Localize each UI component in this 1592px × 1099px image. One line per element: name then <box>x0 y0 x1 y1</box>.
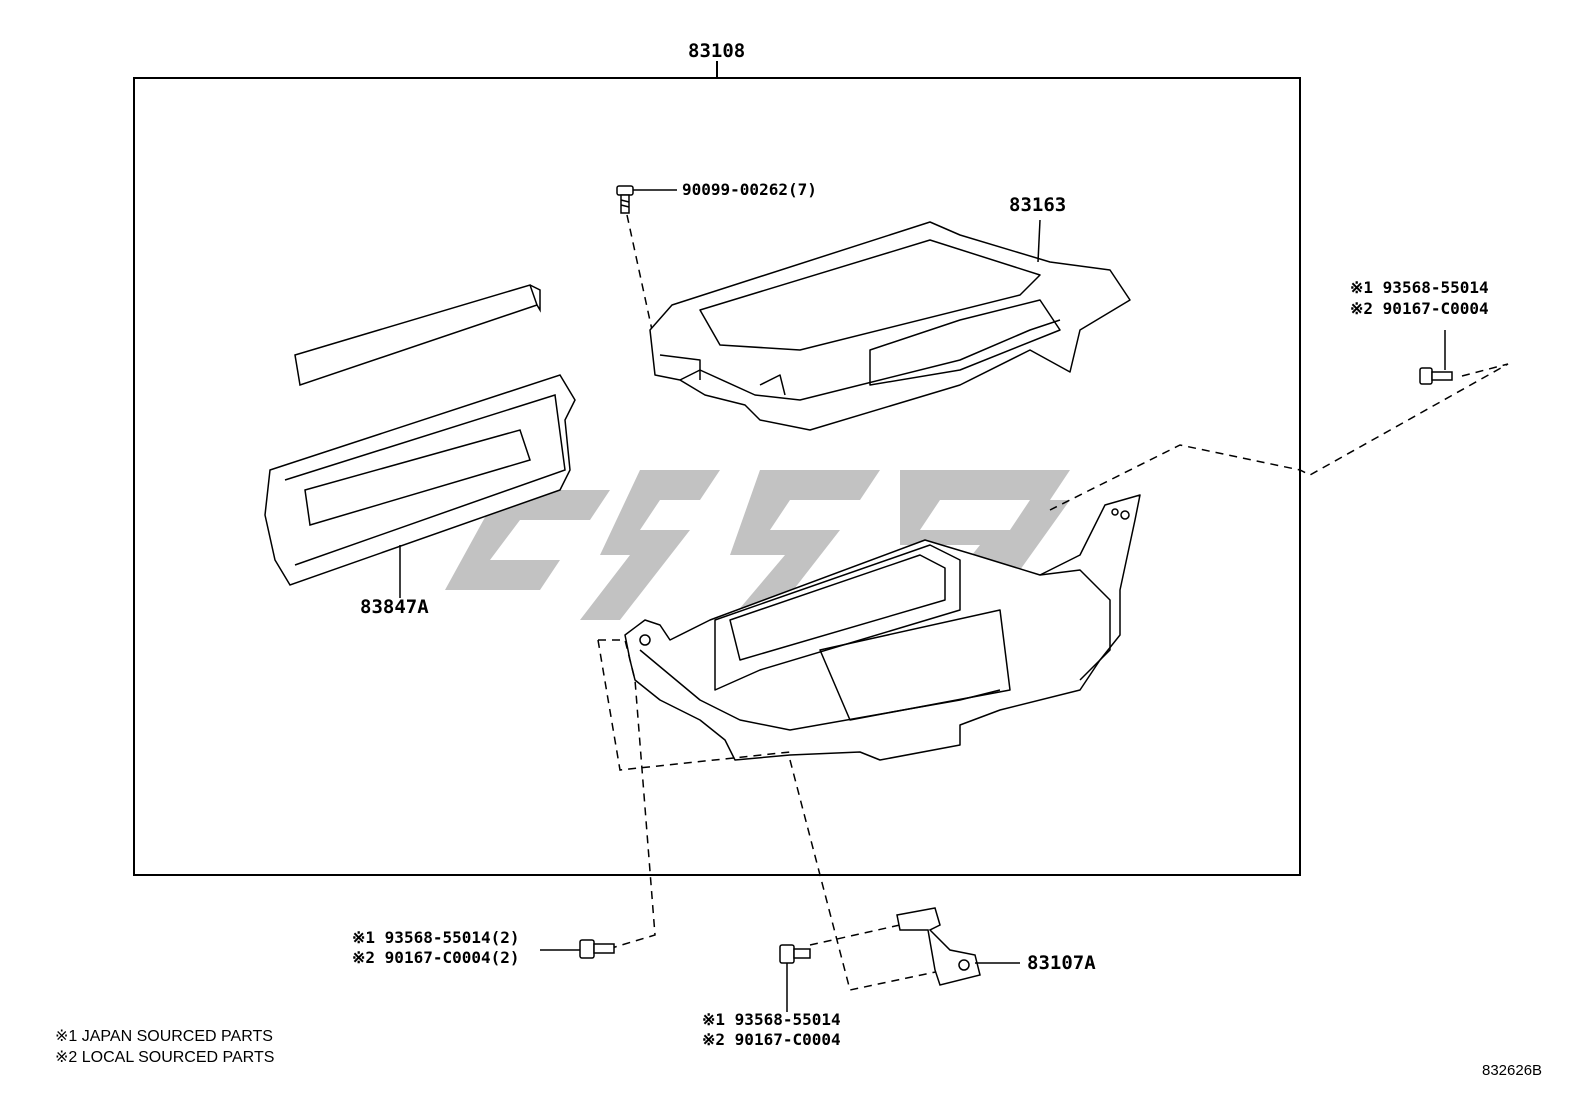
drawing-code: 832626B <box>1482 1062 1543 1079</box>
legend-note-1: ※1 JAPAN SOURCED PARTS <box>55 1028 273 1045</box>
bolt-icon <box>1419 367 1453 385</box>
right-dash-line <box>1049 363 1509 511</box>
upper-box-part <box>649 221 1131 431</box>
screw-top-label: 90099-00262(7) <box>682 180 817 199</box>
bottom-fastener-label-2: ※2 90167-C0004 <box>702 1030 841 1049</box>
left-fastener-label-1: ※1 93568-55014(2) <box>352 928 520 947</box>
upper-box-label: 83163 <box>1009 194 1067 216</box>
legend-note-2: ※2 LOCAL SOURCED PARTS <box>55 1049 275 1066</box>
bolt-icon <box>579 939 615 959</box>
right-fastener-label-2: ※2 90167-C0004 <box>1350 299 1489 318</box>
panel-trim-part <box>264 374 576 586</box>
upper-box-leader <box>1037 219 1041 263</box>
right-fastener-label-1: ※1 93568-55014 <box>1350 278 1489 297</box>
bolt-icon <box>779 944 811 964</box>
screw-icon <box>616 185 634 214</box>
lower-housing-part <box>624 494 1141 761</box>
bottom-fastener-label-1: ※1 93568-55014 <box>702 1010 841 1029</box>
assembly-label: 83108 <box>688 40 746 62</box>
bracket-label: 83107A <box>1027 952 1096 974</box>
panel-label: 83847A <box>360 596 429 618</box>
left-fastener-label-2: ※2 90167-C0004(2) <box>352 948 520 967</box>
left-dash-line <box>598 639 656 951</box>
screw-dash-line <box>626 214 653 331</box>
panel-strip-part <box>294 284 541 386</box>
bracket-part <box>896 907 981 986</box>
